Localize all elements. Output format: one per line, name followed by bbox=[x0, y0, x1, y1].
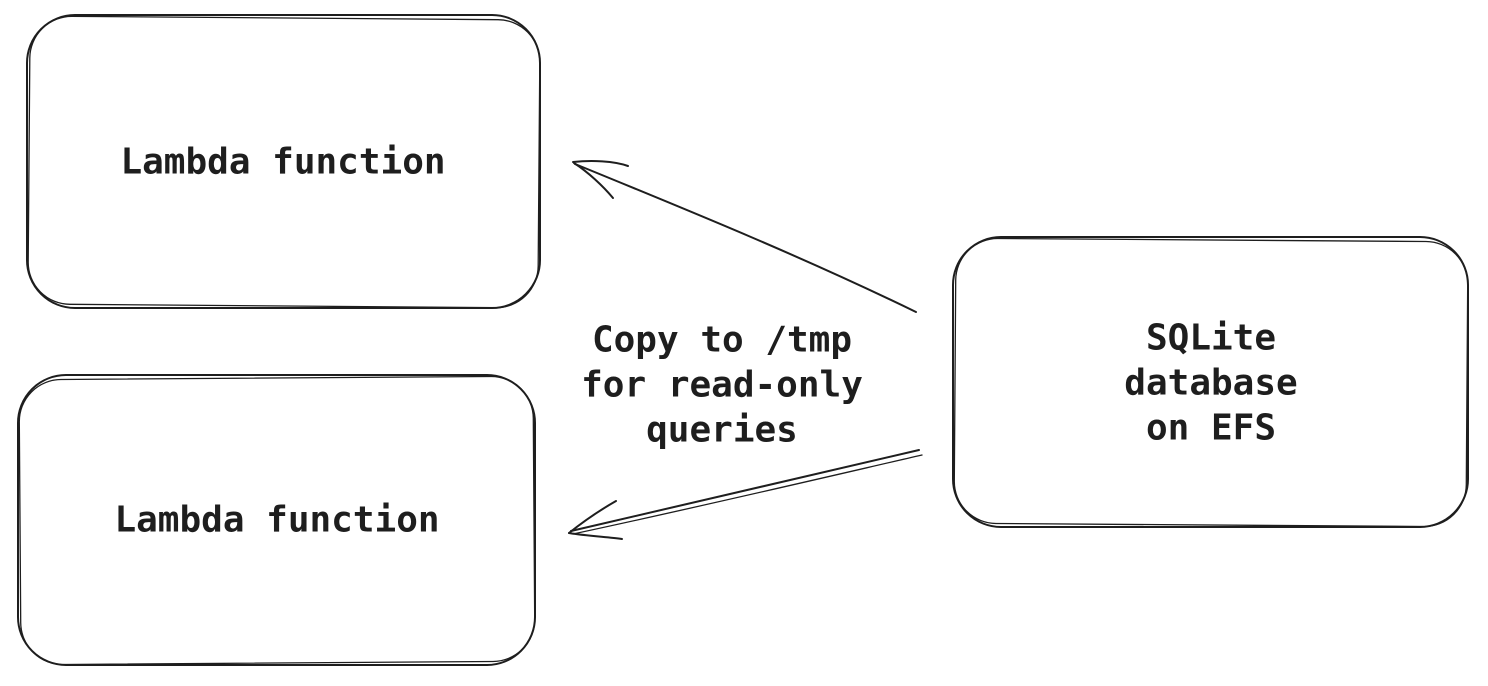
lambda-top-node-box bbox=[26, 14, 541, 309]
sqlite-node-outline bbox=[952, 236, 1469, 528]
arrow-sqlite-to-lambda-bottom-line2 bbox=[572, 454, 923, 535]
lambda-bottom-node-box bbox=[17, 374, 536, 666]
arrow-sqlite-to-lambda-bottom-head-barb1 bbox=[568, 500, 617, 534]
sqlite-node-outline-sketch bbox=[953, 237, 1469, 528]
arrow-sqlite-to-lambda-top bbox=[572, 160, 917, 313]
lambda-top-node-outline-sketch bbox=[27, 15, 541, 309]
arrow-sqlite-to-lambda-top-head-barb1 bbox=[572, 160, 629, 167]
sqlite-node-label: SQLite database on EFS bbox=[1124, 317, 1298, 449]
lambda-top-node-label: Lambda function bbox=[120, 141, 446, 183]
arrow-sqlite-to-lambda-bottom bbox=[568, 449, 923, 540]
lambda-bottom-node-outline-sketch bbox=[18, 375, 536, 666]
arrow-sqlite-to-lambda-top-line bbox=[574, 163, 917, 313]
copy-to-tmp-annotation: Copy to /tmp for read-only queries bbox=[581, 319, 863, 451]
arrow-sqlite-to-lambda-bottom-line1 bbox=[570, 449, 920, 532]
lambda-top-node-outline bbox=[26, 14, 541, 309]
arrow-sqlite-to-lambda-top-head-barb2 bbox=[573, 162, 614, 199]
arrow-sqlite-to-lambda-bottom-head-barb2 bbox=[568, 532, 623, 540]
sqlite-node-box bbox=[952, 236, 1469, 528]
lambda-bottom-node-outline bbox=[17, 374, 536, 666]
lambda-bottom-node-label: Lambda function bbox=[114, 499, 440, 541]
